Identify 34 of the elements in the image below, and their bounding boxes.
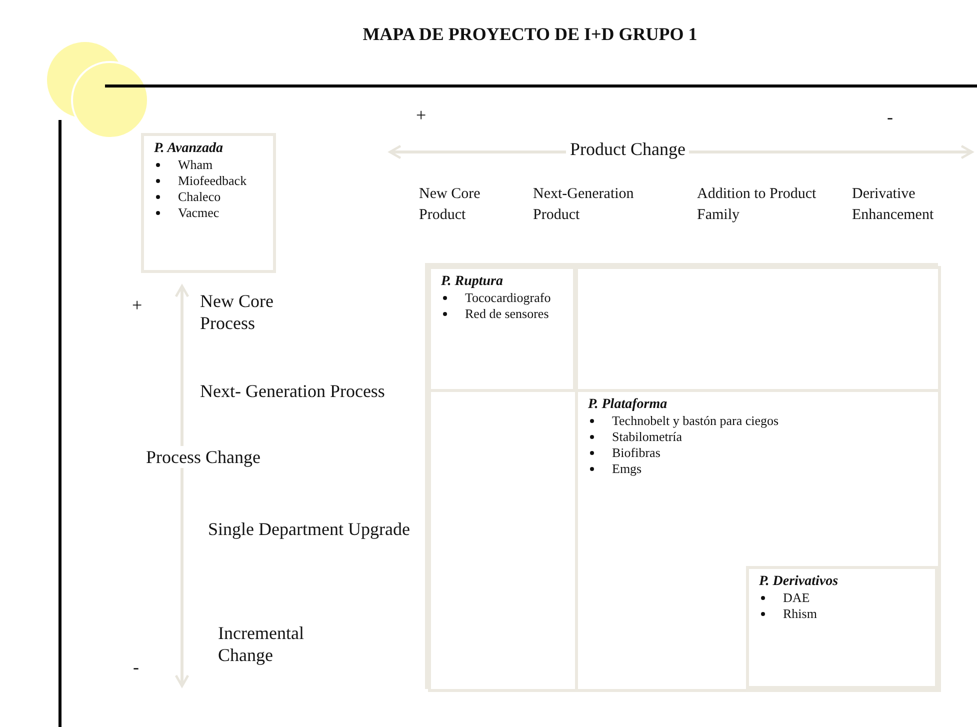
row-header: Next- Generation Process <box>200 380 386 402</box>
list-item: Chaleco <box>178 189 221 204</box>
list-item: Wham <box>178 157 213 172</box>
quadrant-cell <box>428 266 576 392</box>
scale-sign: - <box>887 106 894 128</box>
scale-sign: - <box>133 656 140 678</box>
list-item: Red de sensores <box>465 306 549 321</box>
scale-sign: + <box>416 104 428 126</box>
column-header: Derivative Enhancement <box>852 185 935 225</box>
list-item: Rhism <box>783 606 817 621</box>
column-header: Addition to Product Family <box>697 185 818 225</box>
list-item: DAE <box>783 590 810 605</box>
list-item: Emgs <box>612 461 642 476</box>
category-heading: P. Plataforma <box>587 396 668 413</box>
scale-sign: + <box>132 294 144 316</box>
row-header: Incremental Change <box>218 622 305 666</box>
category-heading: P. Ruptura <box>440 273 503 290</box>
list-item: Stabilometría <box>612 429 682 444</box>
matrix-grid <box>425 263 938 689</box>
list-item: Technobelt y bastón para ciegos <box>612 413 779 428</box>
column-header: New Core Product <box>419 185 482 225</box>
row-header: Single Department Upgrade <box>208 518 411 540</box>
column-header: Next-Generation Product <box>533 185 635 225</box>
diagram-title: MAPA DE PROYECTO DE I+D GRUPO 1 <box>362 24 698 44</box>
project-box <box>141 133 276 273</box>
category-heading: P. Avanzada <box>153 140 223 157</box>
quadrant-cell <box>575 389 941 692</box>
list-item: Tococardiografo <box>465 290 551 305</box>
quadrant-cell <box>746 566 938 689</box>
list-item: Miofeedback <box>178 173 247 188</box>
list-item: Vacmec <box>178 205 220 220</box>
row-header: New Core Process <box>200 290 274 334</box>
category-heading: P. Derivativos <box>758 573 838 590</box>
list-item: Biofibras <box>612 445 660 460</box>
